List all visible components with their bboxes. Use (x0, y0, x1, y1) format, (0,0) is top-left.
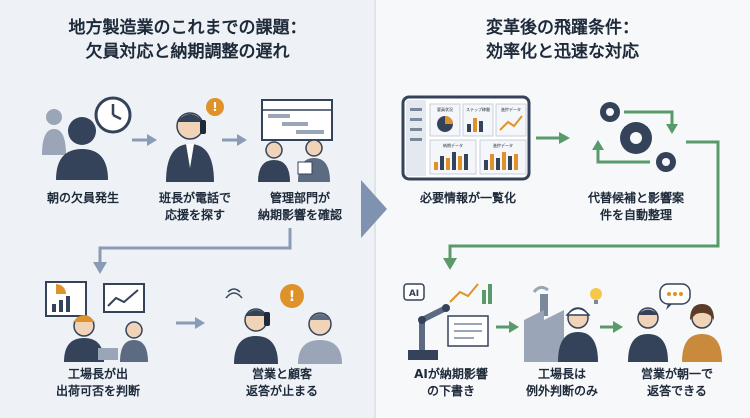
right-step4-line2: 例外判断のみ (525, 384, 598, 398)
left-step4-line2: 出荷可否を判断 (55, 384, 140, 398)
left-title: 地方製造業のこれまでの課題： 欠員対応と納期調整の遅れ (10, 16, 365, 64)
arrow-right-icon (176, 317, 205, 329)
return-arrow-icon (93, 228, 292, 274)
left-step1-caption: 朝の欠員発生 (28, 190, 138, 207)
right-step3-line1: AIが納期影響 (414, 367, 488, 381)
arrow-right-icon (600, 321, 623, 333)
factory-manager-exception-icon (524, 285, 602, 362)
dash-card-label-4: 納期データ (443, 142, 463, 148)
center-chevron (361, 0, 387, 418)
ai-robot-arm-icon: AI (403, 283, 492, 360)
arrow-right-icon (536, 132, 570, 144)
right-step3-line2: の下書き (426, 384, 475, 398)
left-step5-line2: 返答が止まる (245, 384, 318, 398)
right-step2-caption: 代替候補と影響案 件を自動整理 (574, 190, 698, 224)
factory-manager-icon (45, 281, 148, 362)
sales-customer-stalled-icon: ! (225, 284, 342, 364)
right-step2-line1: 代替候補と影響案 (587, 191, 684, 205)
right-step3-caption: AIが納期影響 の下書き (396, 366, 506, 400)
dash-card-label-1: 要員状況 (437, 106, 453, 112)
left-step2-caption: 班長が電話で 応援を探す (140, 190, 250, 224)
dash-card-label-3: 進捗データ (501, 106, 521, 112)
arrow-right-icon (132, 134, 157, 146)
svg-text:!: ! (212, 100, 217, 114)
right-step1-line1: 必要情報が一覧化 (419, 191, 516, 205)
right-step4-line1: 工場長は (537, 367, 586, 381)
left-step3-line2: 納期影響を確認 (257, 208, 342, 222)
right-title: 変革後の飛躍条件： 効率化と迅速な対応 (385, 16, 740, 64)
left-step4-caption: 工場長が出 出荷可否を判断 (38, 366, 158, 400)
return-arrow-icon (443, 140, 720, 270)
absent-worker-icon (42, 96, 132, 180)
phone-call-leader-icon: ! (166, 98, 224, 182)
left-step3-line1: 管理部門が (269, 191, 330, 205)
left-step2-line1: 班長が電話で (158, 191, 231, 205)
arrow-right-icon (222, 134, 247, 146)
svg-text:!: ! (289, 289, 295, 305)
sales-reply-icon (628, 283, 722, 362)
left-step5-line1: 営業と顧客 (251, 367, 312, 381)
gears-automation-icon (592, 102, 678, 172)
dashboard-icon: 要員状況 ステップ稼働 進捗データ 納期データ 進捗データ (401, 95, 531, 181)
left-title-line1: 地方製造業のこれまでの課題： (68, 18, 307, 38)
right-title-line2: 効率化と迅速な対応 (486, 42, 639, 62)
ai-badge-label: AI (409, 289, 419, 299)
right-step4-caption: 工場長は 例外判断のみ (512, 366, 612, 400)
dash-card-label-2: ステップ稼働 (466, 106, 490, 112)
right-title-line1: 変革後の飛躍条件： (486, 18, 639, 38)
left-step5-caption: 営業と顧客 返答が止まる (222, 366, 342, 400)
management-schedule-icon (258, 99, 333, 182)
right-step2-line2: 件を自動整理 (599, 208, 672, 222)
arrow-right-icon (496, 321, 519, 333)
right-step1-caption: 必要情報が一覧化 (406, 190, 530, 207)
dash-card-label-5: 進捗データ (493, 142, 513, 148)
left-step4-line1: 工場長が出 (67, 367, 128, 381)
right-step5-caption: 営業が朝一で 返答できる (618, 366, 736, 400)
left-step1-line1: 朝の欠員発生 (46, 191, 119, 205)
left-step3-caption: 管理部門が 納期影響を確認 (240, 190, 360, 224)
right-step5-line2: 返答できる (647, 384, 707, 398)
left-step2-line2: 応援を探す (164, 208, 225, 222)
left-title-line2: 欠員対応と納期調整の遅れ (85, 42, 290, 62)
right-step5-line1: 営業が朝一で (640, 367, 713, 381)
